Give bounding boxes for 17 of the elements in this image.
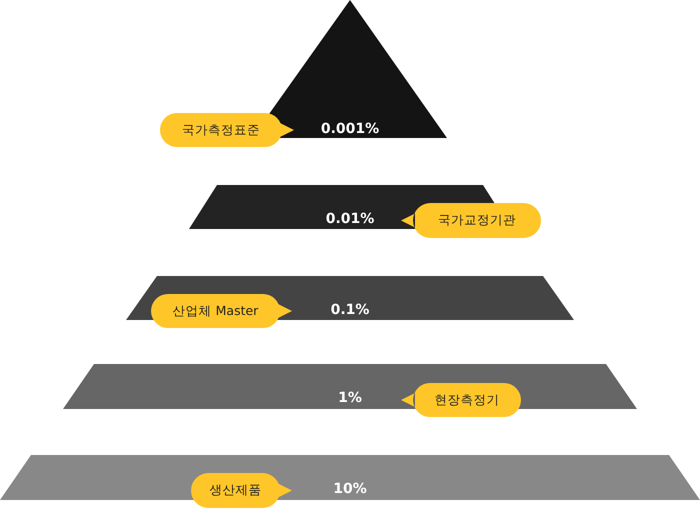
percentage-label: 0.01% xyxy=(326,211,374,227)
callout-text: 현장측정기 xyxy=(434,390,500,408)
callout-tooltip xyxy=(401,383,521,417)
callout-text: 산업체 Master xyxy=(172,302,260,320)
callout-tooltip xyxy=(401,203,541,238)
percentage-label: 0.1% xyxy=(330,302,370,318)
percentage-label: 1% xyxy=(338,390,362,406)
callout-text: 국가측정표준 xyxy=(181,120,261,138)
callout-tooltip xyxy=(191,473,292,508)
callout-tooltip xyxy=(160,113,294,147)
callout-text: 국가교정기관 xyxy=(437,211,517,229)
percentage-label: 0.001% xyxy=(320,121,380,137)
pyramid-tier xyxy=(0,455,700,500)
callout-tooltip xyxy=(151,294,292,328)
callout-text: 생산제품 xyxy=(208,481,262,499)
pyramid-tier xyxy=(63,364,637,409)
percentage-label: 10% xyxy=(333,481,367,497)
